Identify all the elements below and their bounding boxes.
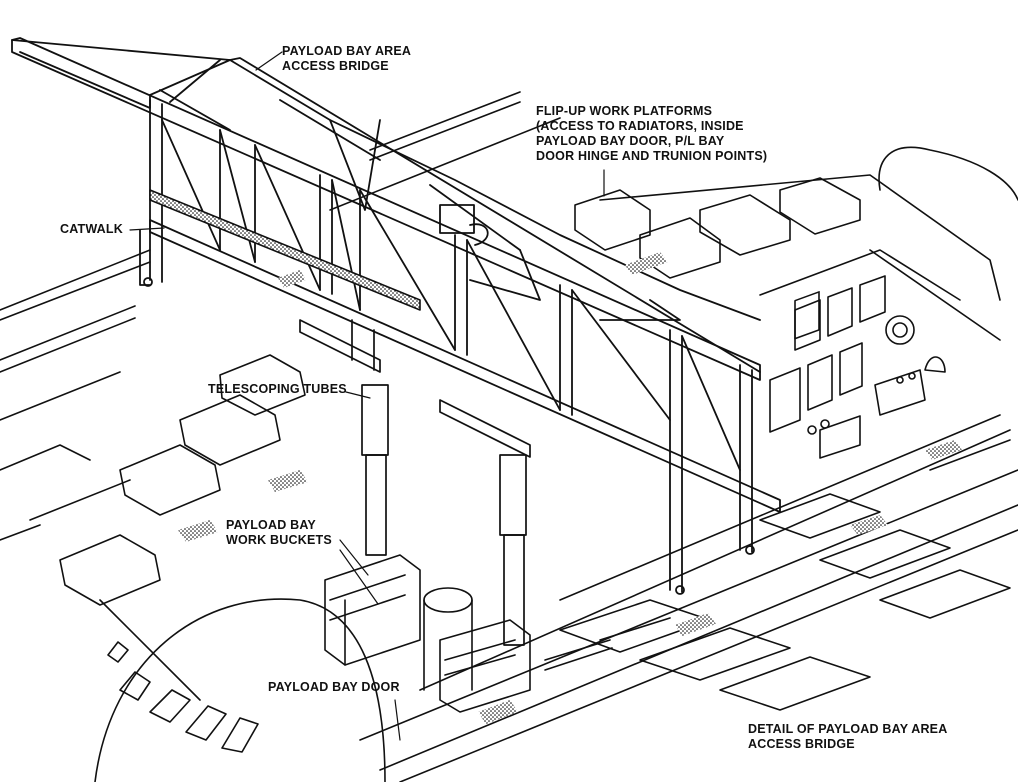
label-telescoping-tubes: TELESCOPING TUBES: [208, 382, 347, 396]
figure-caption: DETAIL OF PAYLOAD BAY AREA ACCESS BRIDGE: [748, 722, 948, 751]
access-bridge-truss: [11, 37, 781, 595]
orbiter-nose: [94, 598, 386, 782]
label-access-bridge: PAYLOAD BAY AREA ACCESS BRIDGE: [282, 44, 412, 73]
floor-grating: [178, 252, 962, 724]
label-catwalk: CATWALK: [60, 222, 123, 236]
label-payload-bay-door: PAYLOAD BAY DOOR: [268, 680, 400, 694]
telescoping-tubes: [299, 319, 531, 646]
label-flip-up-platforms: FLIP-UP WORK PLATFORMS (ACCESS TO RADIAT…: [536, 104, 768, 163]
catwalk-grating: [149, 189, 421, 311]
work-buckets: [324, 554, 531, 713]
label-work-buckets: PAYLOAD BAY WORK BUCKETS: [226, 518, 332, 547]
leader-lines: [129, 51, 605, 741]
